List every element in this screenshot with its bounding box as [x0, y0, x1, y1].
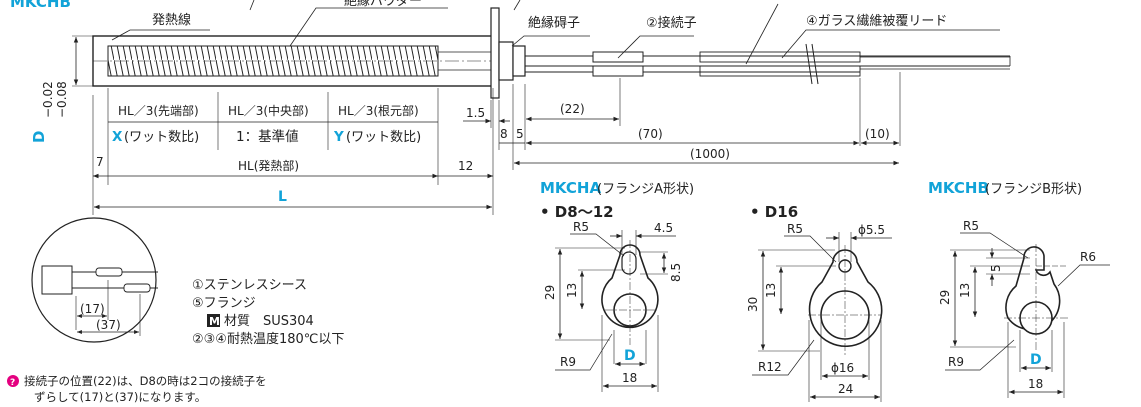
a-D: D	[624, 348, 636, 364]
mkcha-section: MKCHA (フランジA形状) • D8〜12 • D16 29 13 8.5 …	[540, 179, 892, 402]
material-sheath: ①ステンレスシース	[192, 278, 307, 293]
note-line2: ずらして(17)と(37)になります。	[34, 390, 206, 404]
b-phi16: ϕ16	[831, 361, 854, 375]
mkchb-R9: R9	[948, 355, 964, 369]
note: ? 接続子の位置(22)は、D8の時は2コの接続子を ずらして(17)と(37)…	[7, 374, 267, 404]
label-connector: ②接続子	[646, 15, 697, 31]
standard-value: 1：基準値	[236, 128, 299, 145]
mkchb-section: MKCHB (フランジB形状) 29 13 5 R5 R6 R9 D 18	[928, 179, 1110, 398]
mkcha-d16-label: • D16	[750, 203, 798, 221]
dim-1-5: 1.5	[466, 106, 485, 120]
mkchb-dim-13: 13	[958, 283, 972, 298]
material-flange: ⑤フランジ	[192, 296, 256, 311]
mkchb-dim-5: 5	[989, 264, 1003, 272]
label-heating-wire: 発熱線	[152, 12, 191, 28]
dim-37: (37)	[96, 318, 121, 332]
b-dim-30: 30	[746, 297, 760, 312]
note-icon	[7, 375, 19, 387]
x-ratio: (ワット数比)	[124, 130, 199, 145]
material-list: ①ステンレスシース ⑤フランジ M 材質 SUS304 ②③④耐熱温度180℃以…	[192, 278, 344, 347]
b-dim-24: 24	[838, 382, 853, 396]
dim-tol-lower: −0.08	[55, 81, 69, 118]
top-cut-label: MKCHB	[10, 0, 71, 11]
mkcha-title: MKCHA	[540, 179, 601, 197]
b-R5: R5	[787, 222, 803, 236]
insulator	[498, 41, 514, 81]
dim-17: (17)	[80, 302, 105, 316]
a-R9: R9	[560, 355, 576, 369]
material-badge	[207, 314, 220, 327]
zone-tip: HL／3(先端部)	[118, 103, 199, 118]
material-sus: 材質 SUS304	[224, 314, 314, 329]
dim-7: 7	[96, 155, 104, 169]
dim-D-label: D	[30, 131, 48, 143]
mkchb-R6: R6	[1080, 250, 1096, 264]
a-R5: R5	[573, 220, 589, 234]
label-glass-lead: ④ガラス繊維被覆リード	[806, 13, 947, 29]
zone-root: HL／3(根元部)	[338, 103, 419, 118]
y-ratio: (ワット数比)	[346, 130, 421, 145]
a-dim-29: 29	[543, 285, 557, 300]
x-symbol: X	[112, 129, 123, 145]
connector	[592, 51, 644, 63]
note-line1: 接続子の位置(22)は、D8の時は2コの接続子を	[24, 374, 267, 388]
dim-70: (70)	[638, 127, 663, 141]
y-symbol: Y	[333, 129, 344, 145]
a-dim-45: 4.5	[654, 221, 673, 235]
label-insulating-powder: 絶縁パウダー	[344, 0, 422, 9]
b-phi55: ϕ5.5	[858, 223, 885, 237]
dim-L: L	[278, 189, 287, 205]
mkchb-R5: R5	[963, 219, 979, 233]
dim-22: (22)	[560, 102, 585, 116]
flange	[490, 7, 500, 99]
dim-HL: HL(発熱部)	[238, 158, 299, 173]
svg-text:?: ?	[10, 378, 15, 388]
material-badge-text: M	[209, 315, 220, 328]
dim-1000: (1000)	[690, 147, 730, 161]
connector-detail: (17) (37)	[31, 217, 158, 343]
mkchb-title: MKCHB	[928, 179, 989, 197]
a-dim-85: 8.5	[669, 263, 683, 282]
b-R12: R12	[758, 360, 782, 374]
dim-10: (10)	[865, 127, 890, 141]
a-dim-18: 18	[622, 371, 637, 385]
top-series-label: MKCHB	[10, 0, 71, 11]
b-dim-13: 13	[764, 283, 778, 298]
heating-coil	[107, 45, 439, 77]
mkchb-dim-29: 29	[938, 290, 952, 305]
mkcha-subtitle: (フランジA形状)	[597, 182, 694, 197]
mkchb-subtitle: (フランジB形状)	[985, 182, 1082, 197]
label-insulator: 絶縁碍子	[528, 15, 580, 31]
mkcha-d8-label: • D8〜12	[540, 203, 614, 221]
heater-side-view: 発熱線 絶縁パウダー 絶縁碍子 ②接続子 ④ガラス繊維被覆リード D −0.02…	[30, 0, 1011, 215]
dim-tol-upper: −0.02	[41, 81, 55, 118]
material-heat: ②③④耐熱温度180℃以下	[192, 331, 344, 347]
dim-5: 5	[516, 127, 524, 141]
a-dim-13: 13	[565, 283, 579, 298]
dim-8: 8	[500, 127, 508, 141]
mkchb-D: D	[1030, 352, 1042, 368]
dim-12: 12	[458, 159, 473, 173]
mkchb-dim-18: 18	[1028, 377, 1043, 391]
zone-middle: HL／3(中央部)	[228, 103, 309, 118]
